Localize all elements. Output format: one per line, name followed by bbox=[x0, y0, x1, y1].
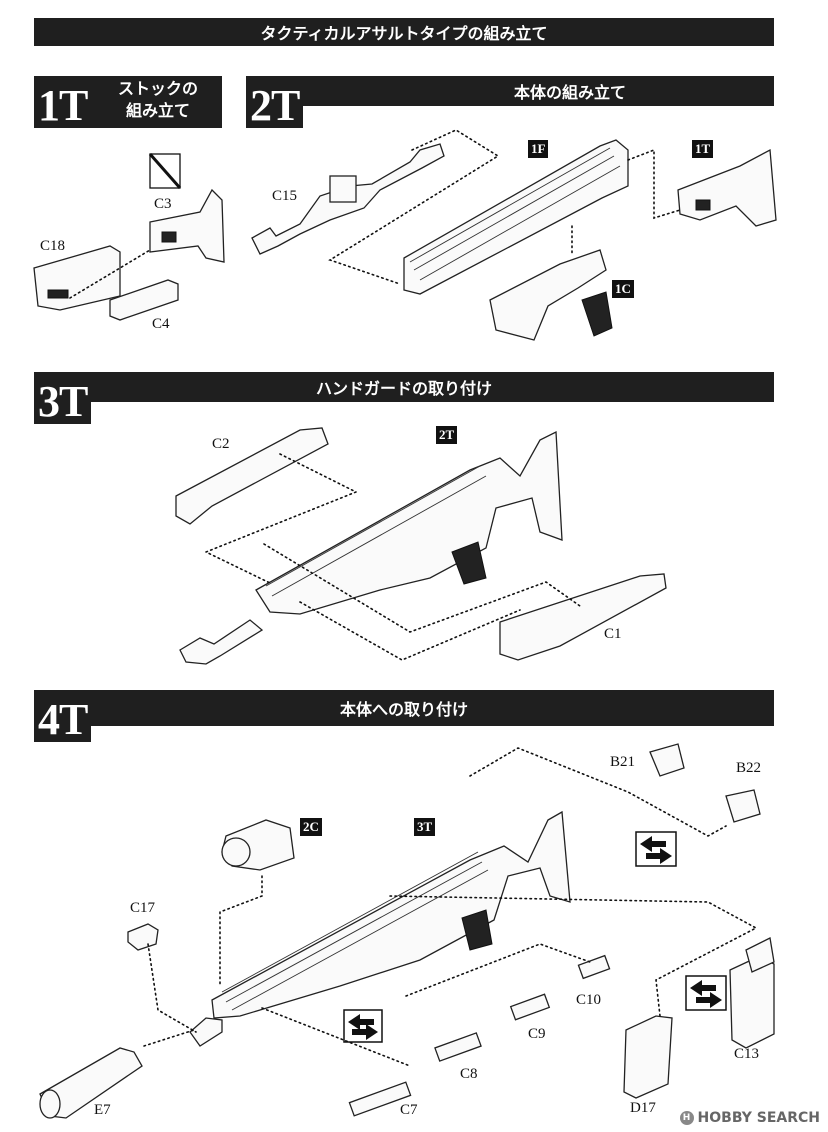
step2-guide-b bbox=[627, 148, 681, 220]
step4-rail bbox=[221, 851, 489, 1011]
step3-rail bbox=[265, 465, 487, 597]
e7-label: E7 bbox=[94, 1102, 111, 1118]
step3-guide-b bbox=[263, 543, 581, 633]
swap-arrow-icon-a bbox=[635, 831, 677, 867]
step2-tag: 2T bbox=[246, 76, 304, 128]
step4-guide-mag bbox=[389, 895, 758, 1017]
step3-bar: ハンドガードの取り付け bbox=[34, 372, 774, 402]
c1-label-step3: C1 bbox=[604, 626, 622, 642]
step3-receiver-part bbox=[255, 430, 563, 615]
c3-label: C3 bbox=[154, 196, 172, 212]
step1-guide bbox=[69, 249, 151, 299]
swap-arrow-icon-b bbox=[685, 975, 727, 1011]
badge-3t: 3T bbox=[414, 818, 436, 836]
c18-detail bbox=[47, 289, 69, 299]
lower-grip bbox=[581, 291, 613, 337]
step4-guide-e7 bbox=[143, 1029, 195, 1047]
watermark: H HOBBY SEARCH bbox=[679, 1110, 820, 1126]
c4-part bbox=[109, 279, 179, 321]
step1-title-line1: ストックの bbox=[117, 79, 198, 98]
stock-latch bbox=[161, 231, 177, 243]
c17-part bbox=[127, 923, 159, 951]
badge-2t: 2T bbox=[436, 426, 458, 444]
c10-label: C10 bbox=[576, 992, 602, 1008]
header-bar: タクティカルアサルトタイプの組み立て bbox=[34, 18, 774, 46]
watermark-text: HOBBY SEARCH bbox=[697, 1110, 820, 1126]
header-title: タクティカルアサルトタイプの組み立て bbox=[260, 24, 548, 43]
c10-part bbox=[577, 954, 611, 980]
b22-label: B22 bbox=[736, 760, 762, 776]
c15-label: C15 bbox=[272, 188, 298, 204]
badge-1f: 1F bbox=[528, 140, 549, 158]
step3-title: ハンドガードの取り付け bbox=[315, 379, 492, 398]
step2-bar: 本体の組み立て bbox=[246, 76, 774, 106]
b21-label: B21 bbox=[610, 754, 636, 770]
step4-title: 本体への取り付け bbox=[339, 700, 468, 719]
e7-end bbox=[39, 1089, 61, 1119]
c15-block bbox=[329, 175, 357, 203]
step4-tag: 4T bbox=[34, 690, 92, 742]
step4-guide-rail bbox=[261, 1007, 411, 1067]
upper-receiver-part bbox=[403, 139, 629, 295]
c9-part bbox=[509, 993, 551, 1021]
c13-top bbox=[745, 937, 775, 973]
c17-label: C17 bbox=[130, 900, 156, 916]
step1-tag: 1T bbox=[34, 76, 92, 128]
step4-guide-scope bbox=[219, 875, 263, 985]
c7-label: C7 bbox=[400, 1102, 418, 1118]
c9-label: C9 bbox=[528, 1026, 546, 1042]
swap-arrow-icon-c bbox=[343, 1009, 383, 1043]
badge-2c: 2C bbox=[300, 818, 322, 836]
step4-guide-c17 bbox=[147, 943, 197, 1033]
watermark-logo: H bbox=[679, 1111, 694, 1125]
c2-part bbox=[175, 427, 329, 525]
badge-1c: 1C bbox=[612, 280, 634, 298]
d17-label: D17 bbox=[630, 1100, 656, 1116]
c8-label: C8 bbox=[460, 1066, 478, 1082]
step3-guide-a bbox=[204, 453, 358, 585]
lower-receiver-part bbox=[489, 249, 607, 341]
step4-receiver-part bbox=[211, 810, 571, 1019]
b21-part bbox=[649, 743, 685, 777]
c13-label: C13 bbox=[734, 1046, 760, 1062]
step1-title-line2: 組み立て bbox=[125, 101, 190, 120]
upper-rail bbox=[409, 147, 621, 281]
scope-lens bbox=[221, 837, 251, 867]
step4-muzzle-part bbox=[189, 1017, 223, 1047]
c18-label: C18 bbox=[40, 238, 66, 254]
step4-guide-b bbox=[469, 747, 727, 837]
step3-barrel-part bbox=[179, 619, 264, 665]
c2-label: C2 bbox=[212, 436, 230, 452]
c3-cross bbox=[148, 153, 182, 189]
b22-part bbox=[725, 789, 761, 823]
step3-tag: 3T bbox=[34, 372, 92, 424]
c7-part bbox=[348, 1081, 412, 1117]
d17-part bbox=[623, 1015, 673, 1099]
c8-part bbox=[434, 1032, 482, 1062]
step3-grip bbox=[451, 541, 487, 585]
stock-upper-part bbox=[149, 188, 225, 263]
step4-grip bbox=[461, 909, 493, 951]
badge-1t: 1T bbox=[692, 140, 714, 158]
step4-bar: 本体への取り付け bbox=[34, 690, 774, 726]
step2-title: 本体の組み立て bbox=[513, 83, 626, 102]
c4-label: C4 bbox=[152, 316, 170, 332]
stock-assembly-latch bbox=[695, 199, 711, 211]
c1-part bbox=[499, 573, 667, 661]
step2-guide-a bbox=[328, 129, 500, 285]
step1-title: ストックの 組み立て bbox=[106, 78, 210, 122]
